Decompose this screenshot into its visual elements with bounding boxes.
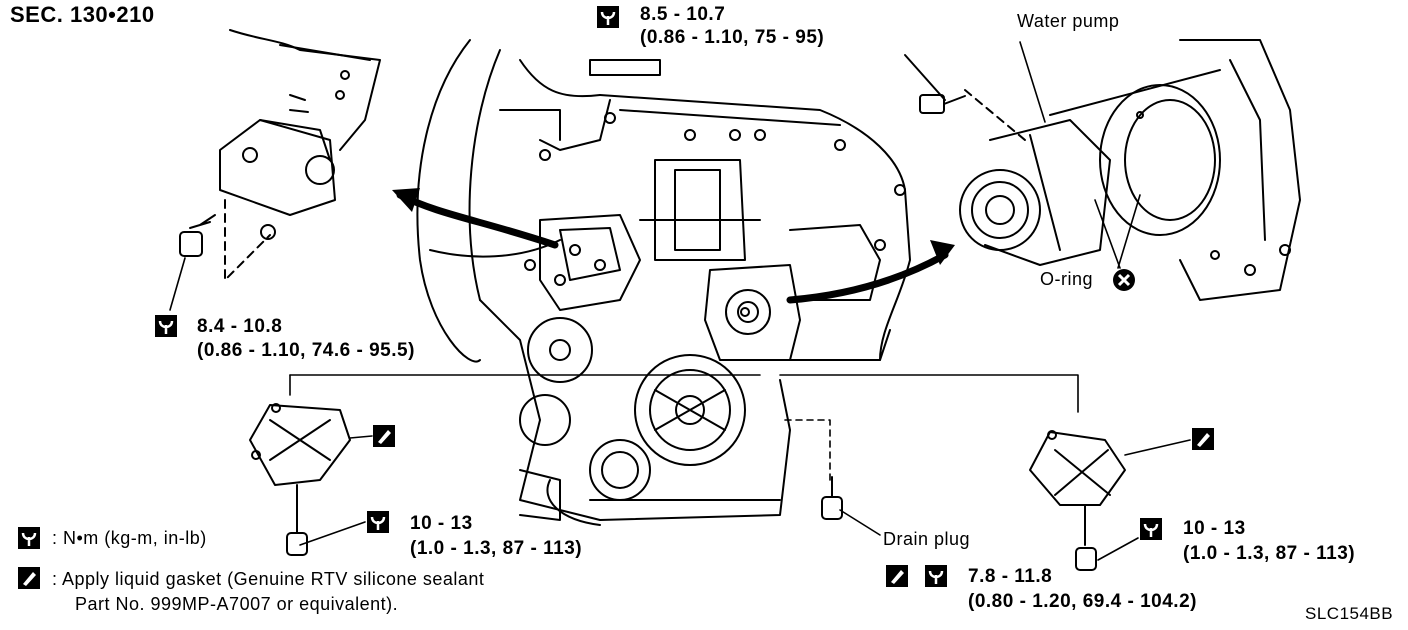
torque-wrench-icon <box>155 315 177 337</box>
torque-lower-left-value: 10 - 13 <box>410 513 473 534</box>
torque-wrench-icon <box>925 565 947 587</box>
torque-wrench-icon <box>367 511 389 533</box>
torque-bottom-right-detail: (0.80 - 1.20, 69.4 - 104.2) <box>968 591 1197 612</box>
lower-left-cover <box>249 403 351 556</box>
torque-lower-right-value: 10 - 13 <box>1183 518 1246 539</box>
engine-block <box>416 39 911 526</box>
torque-top-detail: (0.86 - 1.10, 75 - 95) <box>640 27 825 48</box>
liquid-gasket-icon <box>1192 428 1214 450</box>
torque-lower-right-detail: (1.0 - 1.3, 87 - 113) <box>1183 543 1356 564</box>
torque-top-value: 8.5 - 10.7 <box>640 4 726 25</box>
liquid-gasket-icon <box>18 567 40 589</box>
section-number: SEC. 130•210 <box>10 2 155 27</box>
legend-gasket-line2: Part No. 999MP-A7007 or equivalent). <box>75 594 399 614</box>
legend-torque-text: : N•m (kg-m, in-lb) <box>52 528 207 548</box>
o-ring-label: O-ring <box>1040 269 1094 289</box>
torque-wrench-icon <box>1140 518 1162 540</box>
torque-wrench-icon <box>18 527 40 549</box>
water-pump-label: Water pump <box>1017 11 1120 31</box>
drain-plug-label: Drain plug <box>883 529 971 549</box>
drain-plug-part <box>821 476 843 520</box>
torque-wrench-icon <box>597 6 619 28</box>
lower-right-cover <box>1029 430 1126 571</box>
liquid-gasket-icon <box>886 565 908 587</box>
legend-gasket-line1: : Apply liquid gasket (Genuine RTV silic… <box>52 569 485 589</box>
water-pump-exploded <box>904 39 1301 301</box>
thermostat-housing-detail <box>179 29 381 281</box>
do-not-reuse-icon <box>1113 269 1135 291</box>
torque-left-detail: (0.86 - 1.10, 74.6 - 95.5) <box>197 340 415 361</box>
torque-lower-left-detail: (1.0 - 1.3, 87 - 113) <box>410 538 583 559</box>
liquid-gasket-icon <box>373 425 395 447</box>
torque-left-value: 8.4 - 10.8 <box>197 316 283 337</box>
figure-code: SLC154BB <box>1305 604 1394 623</box>
torque-bottom-right-value: 7.8 - 11.8 <box>968 566 1053 587</box>
